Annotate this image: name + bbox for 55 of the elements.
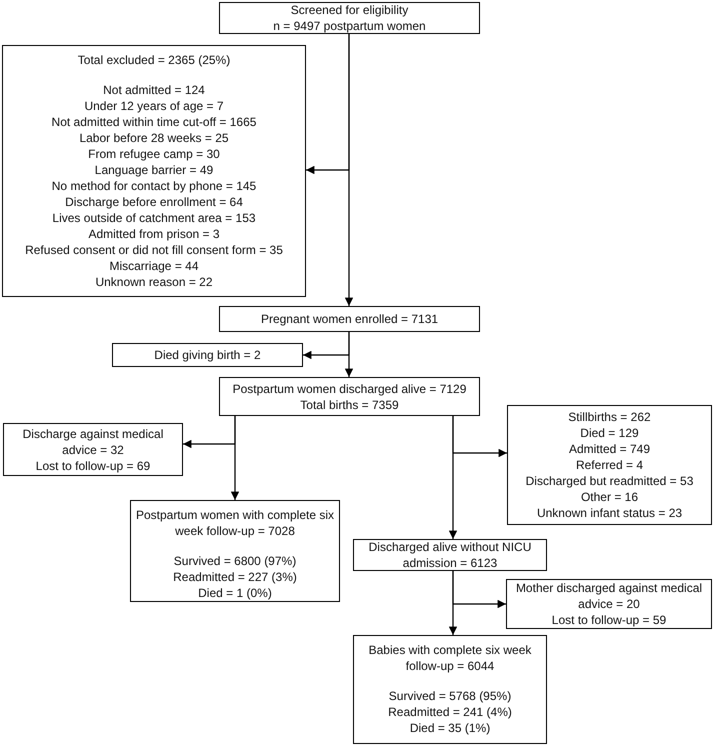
box-text: Total excluded = 2365 (25%) (78, 52, 230, 68)
box-text: Died = 1 (0%) (198, 585, 272, 601)
arrow (448, 416, 458, 539)
box-text: Survived = 6800 (97%) (174, 553, 296, 569)
box-text: Miscarriage = 44 (109, 258, 199, 274)
box-text: Died giving birth = 2 (154, 347, 261, 363)
box-text: Unknown reason = 22 (95, 274, 213, 290)
box-text: Postpartum women with complete six week follow-up = 7028 (135, 507, 335, 539)
process-box (219, 2, 480, 34)
box-text: Stillbirths = 262 (568, 409, 651, 425)
box-text: n = 9497 postpartum women (273, 18, 426, 34)
arrow (448, 571, 458, 635)
box-text: Screened for eligibility (290, 2, 408, 18)
box-text: Total births = 7359 (300, 396, 399, 412)
process-box (130, 500, 340, 602)
box-text: Other = 16 (580, 489, 638, 505)
box-text: Referred = 4 (576, 457, 644, 473)
box-text: Admitted = 749 (568, 441, 650, 457)
box-text: Readmitted = 227 (3%) (173, 569, 297, 585)
box-text: Discharged but readmitted = 53 (526, 473, 694, 489)
box-text: Discharge against medical advice = 32 (22, 426, 164, 458)
box-text: Language barrier = 49 (94, 162, 214, 178)
box-text: Mother discharged against medical advice = 20 (514, 580, 704, 612)
box-text: Not admitted = 124 (103, 82, 205, 98)
box-text: Admitted from prison = 3 (88, 226, 220, 242)
process-box (506, 579, 712, 629)
box-text: Discharged alive without NICU admission = 6123 (368, 539, 532, 571)
arrow (344, 332, 354, 377)
box-text: Postpartum women discharged alive = 7129 (232, 380, 466, 396)
box-text: Discharge before enrollment = 64 (65, 194, 243, 210)
arrow (344, 34, 354, 306)
box-text: Lost to follow-up = 59 (552, 612, 666, 628)
process-box (112, 343, 303, 367)
box-text: No method for contact by phone = 145 (52, 178, 256, 194)
process-box (219, 306, 480, 332)
box-text: Refused consent or did not fill consent form = 35 (25, 242, 283, 258)
box-text: From refugee camp = 30 (88, 146, 220, 162)
box-text: Died = 129 (580, 425, 639, 441)
box-text: Not admitted within time cut-off = 1665 (52, 114, 256, 130)
process-box (219, 377, 480, 416)
arrow (230, 416, 240, 500)
process-box (353, 635, 547, 744)
box-text: Babies with complete six week follow-up = 6044 (368, 642, 532, 674)
box-text: Pregnant women enrolled = 7131 (260, 311, 438, 327)
process-box (507, 405, 712, 525)
process-box (3, 423, 183, 476)
box-text: Readmitted = 241 (4%) (388, 704, 512, 720)
box-text: Lives outside of catchment area = 153 (52, 210, 256, 226)
box-text: Died = 35 (1%) (410, 720, 490, 736)
box-text: Under 12 years of age = 7 (84, 98, 224, 114)
box-text: Labor before 28 weeks = 25 (79, 130, 229, 146)
box-text: Survived = 5768 (95%) (388, 688, 512, 704)
box-text: Lost to follow-up = 69 (36, 458, 150, 474)
process-box (2, 45, 306, 297)
box-text: Unknown infant status = 23 (536, 505, 682, 521)
